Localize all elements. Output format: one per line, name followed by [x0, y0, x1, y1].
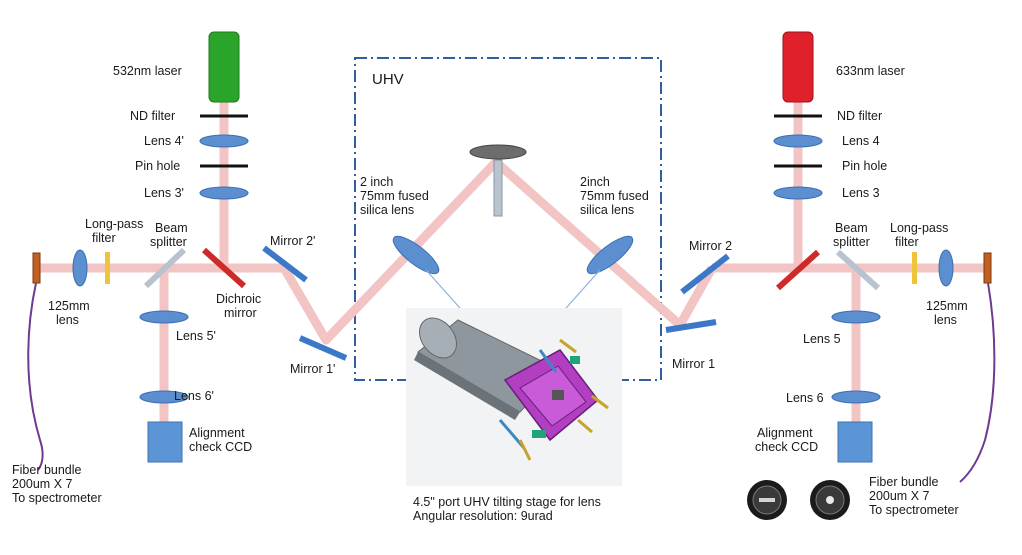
- label-lens-4: Lens 4: [842, 134, 880, 148]
- alignment-ccd-left: [147, 421, 183, 463]
- label-ccd-right-2: check CCD: [755, 440, 818, 454]
- fiber-end-face-icons: [747, 480, 850, 520]
- label-uhv: UHV: [372, 71, 404, 88]
- label-125mm-right-1: 125mm: [926, 299, 968, 313]
- label-dichroic-1: Dichroic: [216, 292, 261, 306]
- label-mirror-2p: Mirror 2': [270, 234, 315, 248]
- fiber-tip-right: [983, 252, 992, 284]
- alignment-ccd-right: [837, 421, 873, 463]
- label-125mm-left-2: lens: [56, 313, 79, 327]
- label-long-pass-left-1: Long-pass: [85, 217, 143, 231]
- lens-3: [773, 186, 823, 200]
- lens-125mm-right: [938, 249, 954, 287]
- long-pass-filter-right: [912, 252, 917, 284]
- long-pass-filter-left: [105, 252, 110, 284]
- label-beam-splitter-right-2: splitter: [833, 235, 870, 249]
- label-lens-5: Lens 5: [803, 332, 841, 346]
- label-nd-filter-left: ND filter: [130, 109, 175, 123]
- label-125mm-left-1: 125mm: [48, 299, 90, 313]
- label-fiber-right-2: 200um X 7: [869, 489, 930, 503]
- beam-left-zigzag: [280, 158, 500, 345]
- label-dichroic-2: mirror: [224, 306, 257, 320]
- fused-silica-lens-left: [392, 235, 440, 275]
- label-fused-lens-right-3: silica lens: [580, 203, 634, 217]
- label-beam-splitter-left-2: splitter: [150, 235, 187, 249]
- label-ccd-right-1: Alignment: [757, 426, 813, 440]
- lens-6: [831, 390, 881, 404]
- label-long-pass-right-1: Long-pass: [890, 221, 948, 235]
- label-lens-3: Lens 3: [842, 186, 880, 200]
- lens-4: [773, 134, 823, 148]
- label-nd-filter-right: ND filter: [837, 109, 882, 123]
- label-fused-lens-left-1: 2 inch: [360, 175, 393, 189]
- mirror-2p: [262, 245, 308, 283]
- label-lens-4p: Lens 4': [144, 134, 184, 148]
- label-mirror-2: Mirror 2: [689, 239, 732, 253]
- label-beam-splitter-right-1: Beam: [835, 221, 868, 235]
- mirror-1p: [298, 335, 348, 361]
- sample-holder: [493, 159, 503, 217]
- fiber-bundle-left: [27, 282, 44, 471]
- label-lens-5p: Lens 5': [176, 329, 216, 343]
- label-long-pass-right-2: filter: [895, 235, 919, 249]
- label-fiber-right-1: Fiber bundle: [869, 475, 939, 489]
- mirror-2: [680, 253, 730, 295]
- label-stage-1: 4.5" port UHV tilting stage for lens: [413, 495, 601, 509]
- label-ccd-left-1: Alignment: [189, 426, 245, 440]
- label-fused-lens-left-2: 75mm fused: [360, 189, 429, 203]
- label-fused-lens-right-1: 2inch: [580, 175, 610, 189]
- label-fiber-left-3: To spectrometer: [12, 491, 102, 505]
- lens-5: [831, 310, 881, 324]
- label-fused-lens-right-2: 75mm fused: [580, 189, 649, 203]
- sample-disc: [469, 144, 527, 160]
- fiber-bundle-right: [959, 282, 996, 483]
- tilting-stage-image: [406, 308, 622, 486]
- label-633-laser: 633nm laser: [836, 64, 905, 78]
- label-stage-2: Angular resolution: 9urad: [413, 509, 553, 523]
- label-125mm-right-2: lens: [934, 313, 957, 327]
- label-lens-3p: Lens 3': [144, 186, 184, 200]
- beam-splitter-left: [143, 247, 187, 289]
- label-pin-hole-left: Pin hole: [135, 159, 180, 173]
- label-fiber-right-3: To spectrometer: [869, 503, 959, 517]
- laser-633-icon: [782, 31, 814, 103]
- lens-125mm-left: [72, 249, 88, 287]
- laser-532-icon: [208, 31, 240, 103]
- label-lens-6p: Lens 6': [174, 389, 214, 403]
- lens-6p: [139, 390, 189, 404]
- label-lens-6: Lens 6: [786, 391, 824, 405]
- label-ccd-left-2: check CCD: [189, 440, 252, 454]
- lens-3p: [199, 186, 249, 200]
- dichroic-mirror-right: [775, 249, 821, 291]
- label-beam-splitter-left-1: Beam: [155, 221, 188, 235]
- label-fiber-left-2: 200um X 7: [12, 477, 73, 491]
- label-mirror-1: Mirror 1: [672, 357, 715, 371]
- fused-silica-lens-right: [586, 235, 634, 275]
- mirror-1: [665, 319, 717, 333]
- lens-5p: [139, 310, 189, 324]
- label-long-pass-left-2: filter: [92, 231, 116, 245]
- fiber-tip-left: [32, 252, 41, 284]
- beam-splitter-right: [835, 249, 881, 291]
- label-mirror-1p: Mirror 1': [290, 362, 335, 376]
- dichroic-mirror: [201, 247, 247, 289]
- label-pin-hole-right: Pin hole: [842, 159, 887, 173]
- label-532-laser: 532nm laser: [113, 64, 182, 78]
- lens-4p: [199, 134, 249, 148]
- label-fiber-left-1: Fiber bundle: [12, 463, 82, 477]
- label-fused-lens-left-3: silica lens: [360, 203, 414, 217]
